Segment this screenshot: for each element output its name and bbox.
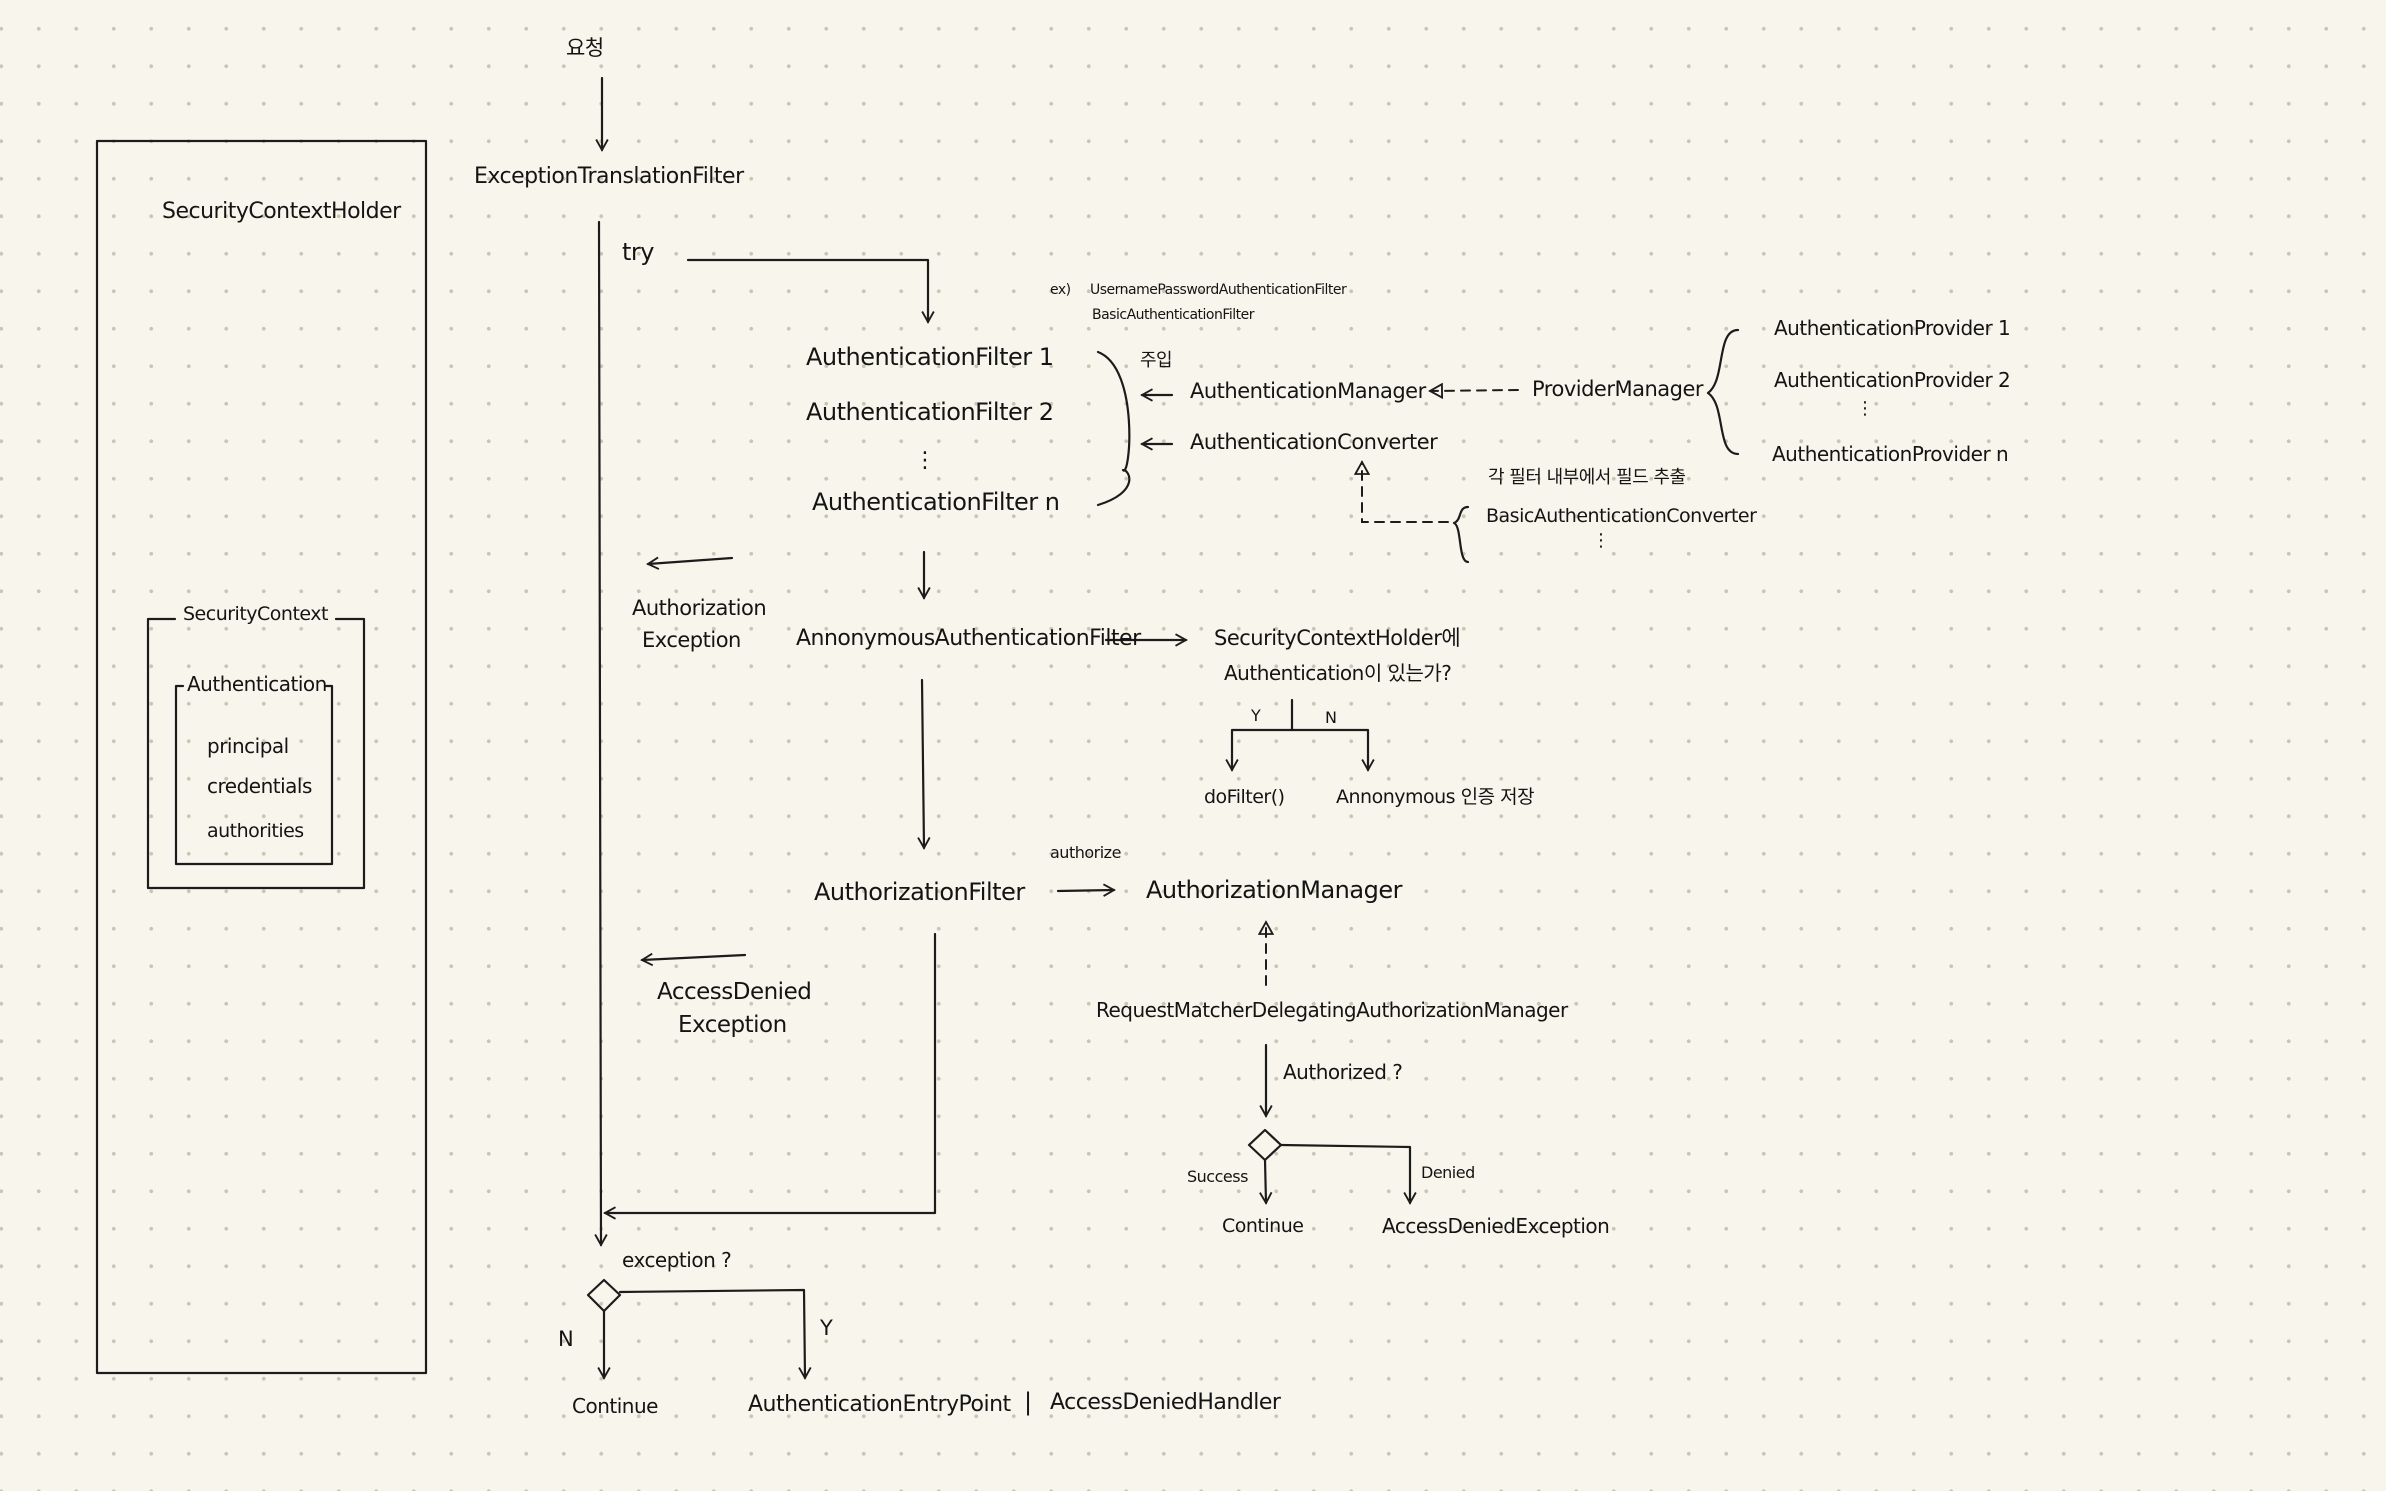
exception-question: exception ? (622, 1248, 732, 1272)
example-filter-2: BasicAuthenticationFilter (1092, 307, 1255, 323)
authorization-exception-line-2: Exception (642, 628, 741, 652)
exception-diamond (586, 1278, 622, 1313)
access-denied-exception-left-line-1: AccessDenied (657, 979, 812, 1005)
branch-yes-label: Y (1251, 706, 1261, 725)
converter-note: 각 필터 내부에서 필드 추출 (1488, 467, 1686, 488)
converter-brace (1452, 505, 1470, 564)
principal-field: principal (207, 734, 289, 758)
authentication-entry-point: AuthenticationEntryPoint (748, 1392, 1011, 1417)
continue-success-label: Continue (1222, 1215, 1304, 1237)
branch-bar-right (1290, 728, 1375, 772)
do-filter-label: doFilter() (1204, 786, 1285, 808)
exception-yes-label: Y (820, 1316, 833, 1340)
branch-bar-left (1225, 728, 1294, 772)
exception-translation-filter: ExceptionTranslationFilter (474, 164, 744, 189)
separator: | (1024, 1388, 1032, 1416)
authorities-field: authorities (207, 820, 304, 842)
authentication-filter-2: AuthenticationFilter 2 (806, 398, 1054, 426)
access-denied-exception-left-line-2: Exception (678, 1012, 787, 1038)
anonymous-question-line-2: Authentication이 있는가? (1224, 661, 1452, 685)
access-denied-exception-arrow (640, 952, 747, 967)
credentials-field: credentials (207, 774, 312, 798)
denied-arrow (1279, 1143, 1417, 1205)
authentication-box (174, 684, 334, 866)
provider-manager: ProviderManager (1532, 377, 1704, 401)
provider-manager-arrow (1430, 390, 1519, 391)
authorized-question: Authorized ? (1283, 1060, 1403, 1084)
try-arrow (686, 258, 935, 324)
authentication-title: Authentication (187, 672, 327, 696)
branch-no-label: N (1325, 708, 1337, 727)
converter-ellipsis: ⋮ (1592, 530, 1610, 551)
basic-authentication-converter: BasicAuthenticationConverter (1486, 505, 1757, 527)
authorization-manager: AuthorizationManager (1146, 876, 1402, 904)
authentication-provider-n: AuthenticationProvider n (1772, 442, 2009, 466)
authentication-manager: AuthenticationManager (1190, 379, 1426, 403)
providers-brace (1706, 328, 1740, 456)
ex-label: ex) (1050, 282, 1071, 298)
authorized-diamond (1247, 1128, 1283, 1162)
denied-label: Denied (1421, 1163, 1475, 1182)
exception-no-label: N (558, 1327, 574, 1351)
authentication-provider-ellipsis: ⋮ (1856, 398, 1874, 419)
security-context-holder-title: SecurityContextHolder (162, 199, 401, 224)
exception-yes-arrow (618, 1288, 812, 1380)
authorization-exception-line-1: Authorization (632, 596, 767, 620)
authentication-converter: AuthenticationConverter (1190, 430, 1438, 454)
access-denied-handler: AccessDeniedHandler (1050, 1390, 1281, 1415)
security-context-holder-box (95, 139, 428, 1375)
authentication-filter-ellipsis: ⋮ (914, 448, 936, 473)
security-context-box (146, 617, 366, 890)
authentication-provider-1: AuthenticationProvider 1 (1774, 316, 2011, 340)
continue-exception-label: Continue (572, 1394, 658, 1418)
authentication-provider-2: AuthenticationProvider 2 (1774, 368, 2011, 392)
authentication-filter-n: AuthenticationFilter n (812, 488, 1060, 516)
filters-brace (1096, 350, 1131, 507)
anonymous-question-line-1: SecurityContextHolder에 (1214, 626, 1461, 650)
success-label: Success (1187, 1167, 1248, 1186)
anonymous-filter: AnnonymousAuthenticationFilter (796, 626, 1141, 651)
authorize-arrow (1056, 883, 1116, 897)
try-label: try (622, 238, 654, 266)
authorization-filter: AuthorizationFilter (814, 878, 1025, 906)
security-context-title: SecurityContext (183, 603, 328, 625)
example-filter-1: UsernamePasswordAuthenticationFilter (1090, 282, 1347, 298)
authorization-return-arrow (603, 932, 937, 1220)
access-denied-exception-label: AccessDeniedException (1382, 1214, 1610, 1238)
request-label: 요청 (566, 36, 604, 60)
inject-label: 주입 (1140, 350, 1173, 371)
authorize-label: authorize (1050, 843, 1121, 862)
anonymous-to-authorization-arrow (917, 678, 931, 850)
anonymous-storage-label: Annonymous 인증 저장 (1336, 786, 1535, 808)
success-arrow (1259, 1158, 1273, 1205)
authentication-filter-1: AuthenticationFilter 1 (806, 343, 1054, 371)
converter-dash-arrow (1362, 462, 1449, 523)
authorization-exception-arrow (646, 556, 734, 570)
main-flow-line (594, 220, 608, 1247)
request-matcher-manager: RequestMatcherDelegatingAuthorizationMan… (1096, 998, 1568, 1022)
